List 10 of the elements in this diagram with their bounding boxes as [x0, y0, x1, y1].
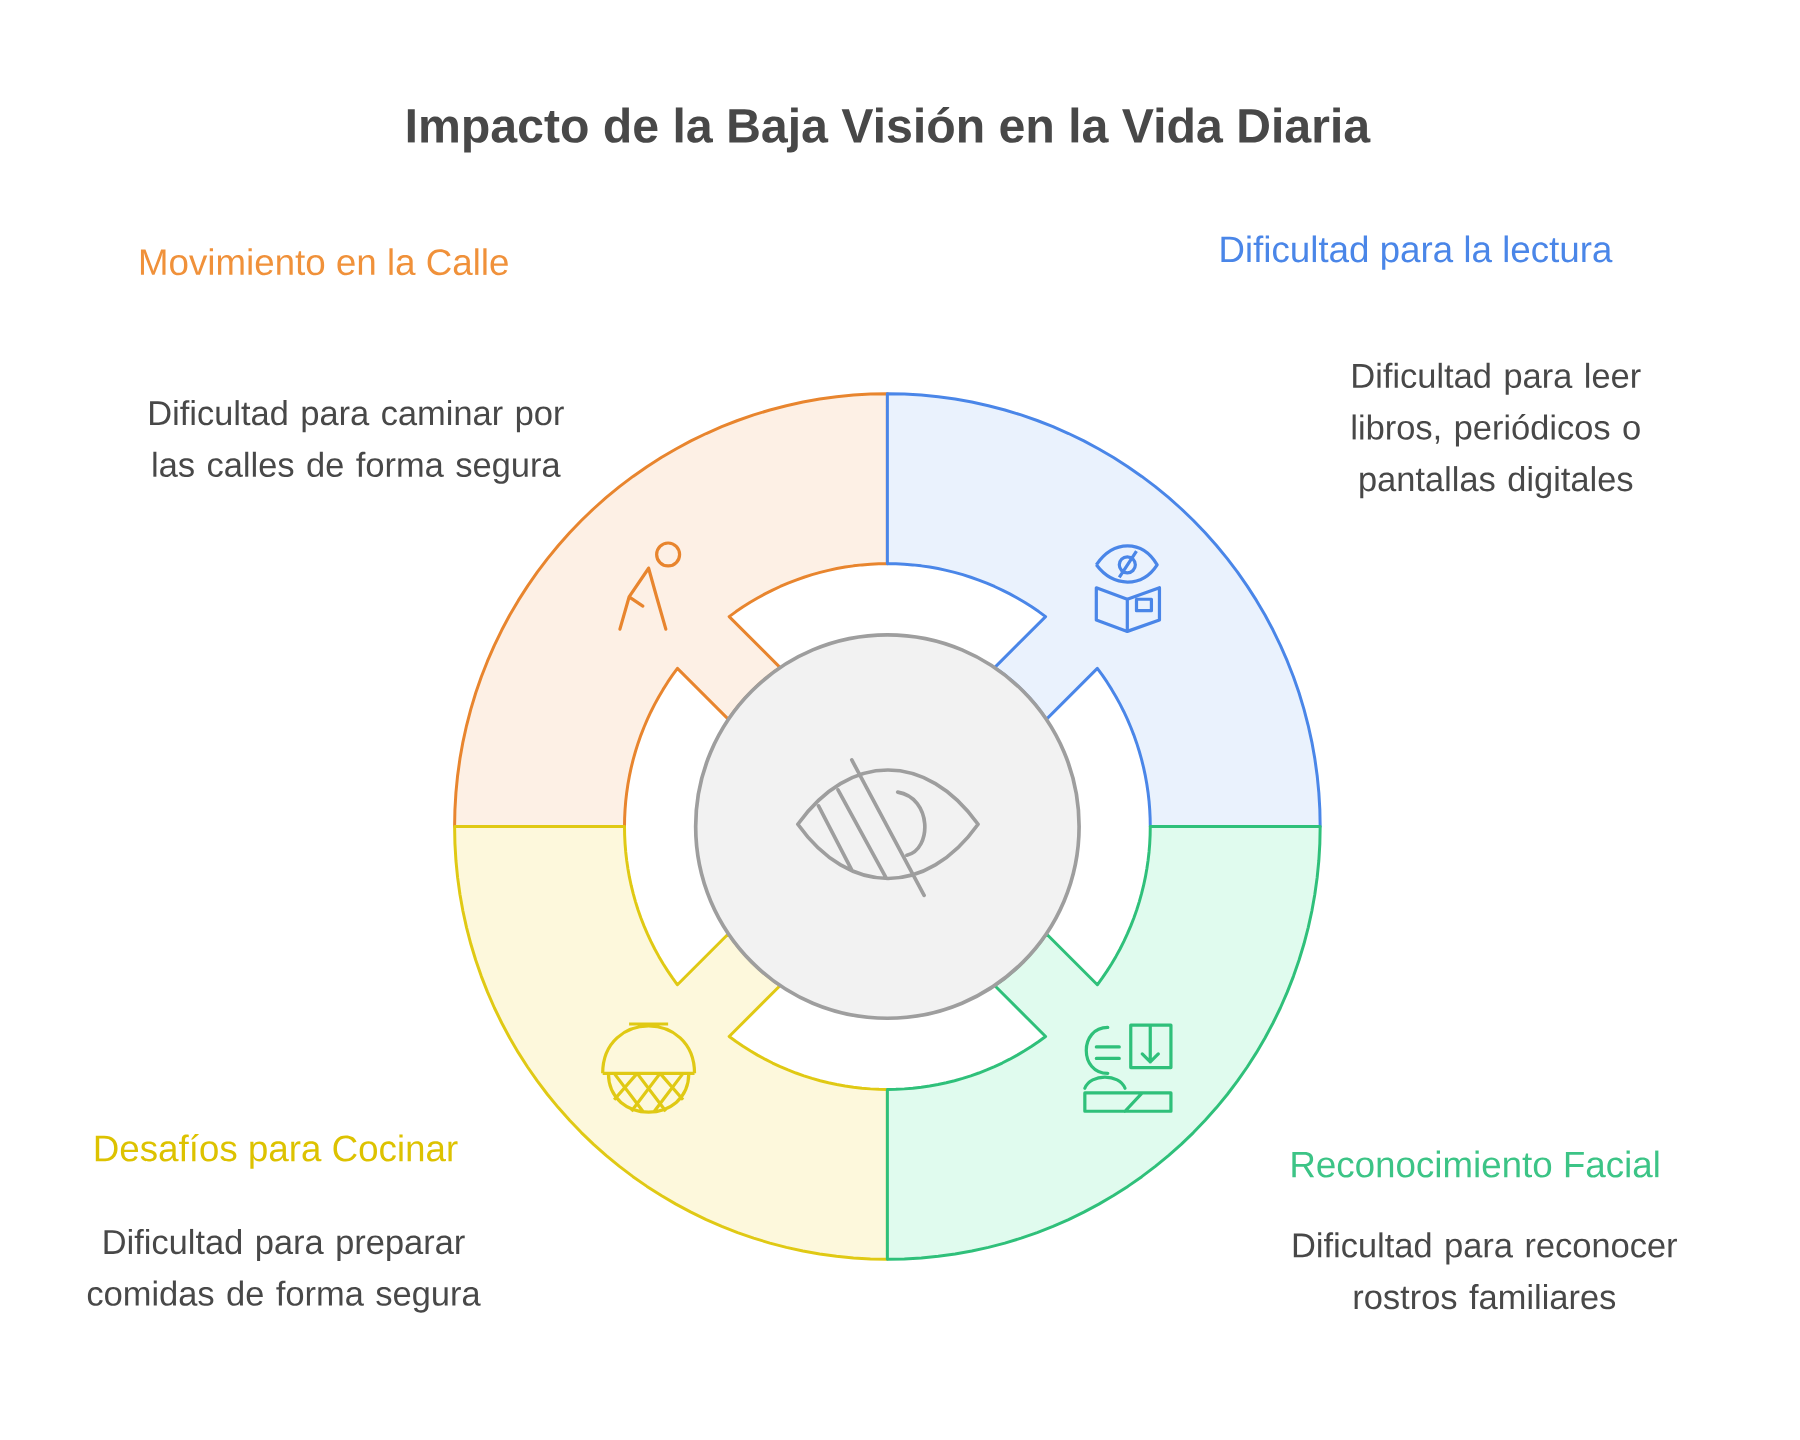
- description-text: Dificultad para caminar por las calles de forma segura: [150, 400, 564, 485]
- description-text: Dificultad para reconocer rostros familiares: [1293, 1232, 1677, 1310]
- segment-heading: Movimiento en la Calle: [140, 248, 508, 276]
- center-circle: [693, 633, 1081, 1021]
- description-text: Dificultad para preparar comidas de forma segura: [87, 1229, 481, 1313]
- segment-heading: Desafíos para Cocinar: [95, 1134, 458, 1169]
- description-text: Dificultad para leer libros, periódicos o pantallas digitales: [1352, 363, 1641, 499]
- segment-heading: Dificultad para la lectura: [1221, 235, 1613, 270]
- segment-heading: Reconocimiento Facial: [1292, 1150, 1659, 1178]
- title: Impacto de la Baja Visión en la Vida Diaria: [407, 107, 1371, 153]
